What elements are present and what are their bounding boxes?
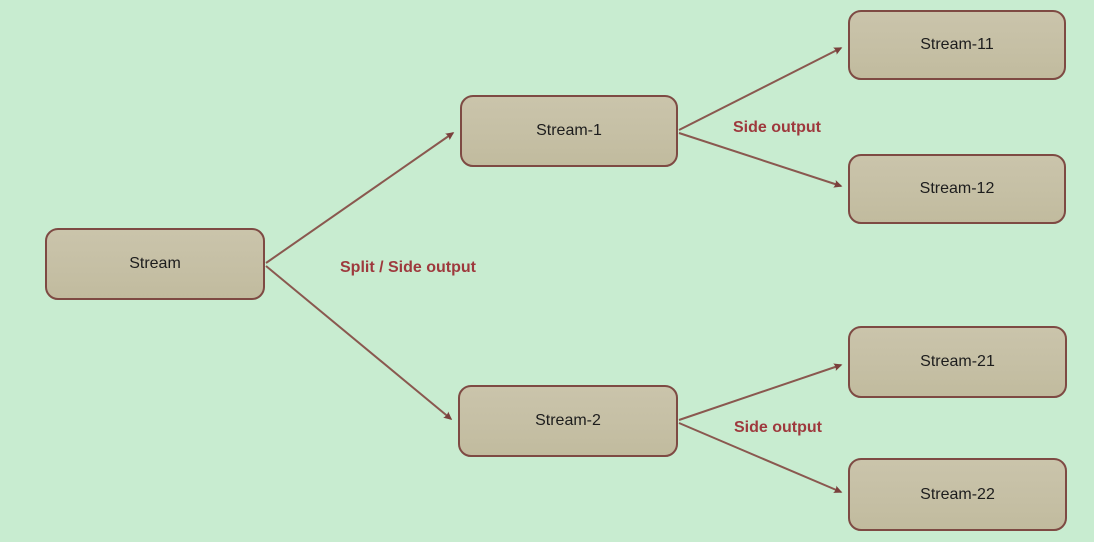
edge-label-split-side-output: Split / Side output <box>340 259 476 276</box>
edge-label-side-output-top: Side output <box>733 119 821 136</box>
node-stream-22-label: Stream-22 <box>920 485 995 503</box>
node-stream-22: Stream-22 <box>848 458 1067 531</box>
node-stream-21-label: Stream-21 <box>920 353 995 370</box>
node-stream-12: Stream-12 <box>848 154 1066 224</box>
edge-stream-to-stream2 <box>265 265 453 420</box>
node-stream-2-label: Stream-2 <box>535 412 601 429</box>
node-stream-2: Stream-2 <box>458 385 678 457</box>
node-stream-12-label: Stream-12 <box>919 180 995 197</box>
edge-stream1-to-stream11 <box>678 47 843 131</box>
node-stream-label: Stream <box>129 255 181 272</box>
node-stream-11: Stream-11 <box>848 10 1066 80</box>
node-stream: Stream <box>45 228 265 300</box>
edge-stream1-to-stream12 <box>678 132 843 188</box>
node-stream-21: Stream-21 <box>848 326 1067 398</box>
node-stream-1: Stream-1 <box>460 95 678 167</box>
edge-label-side-output-bottom: Side output <box>734 419 822 436</box>
node-stream-1-label: Stream-1 <box>536 122 602 139</box>
node-stream-11-label: Stream-11 <box>920 36 994 53</box>
edge-stream-to-stream1 <box>265 132 455 264</box>
edge-stream2-to-stream21 <box>678 363 843 421</box>
